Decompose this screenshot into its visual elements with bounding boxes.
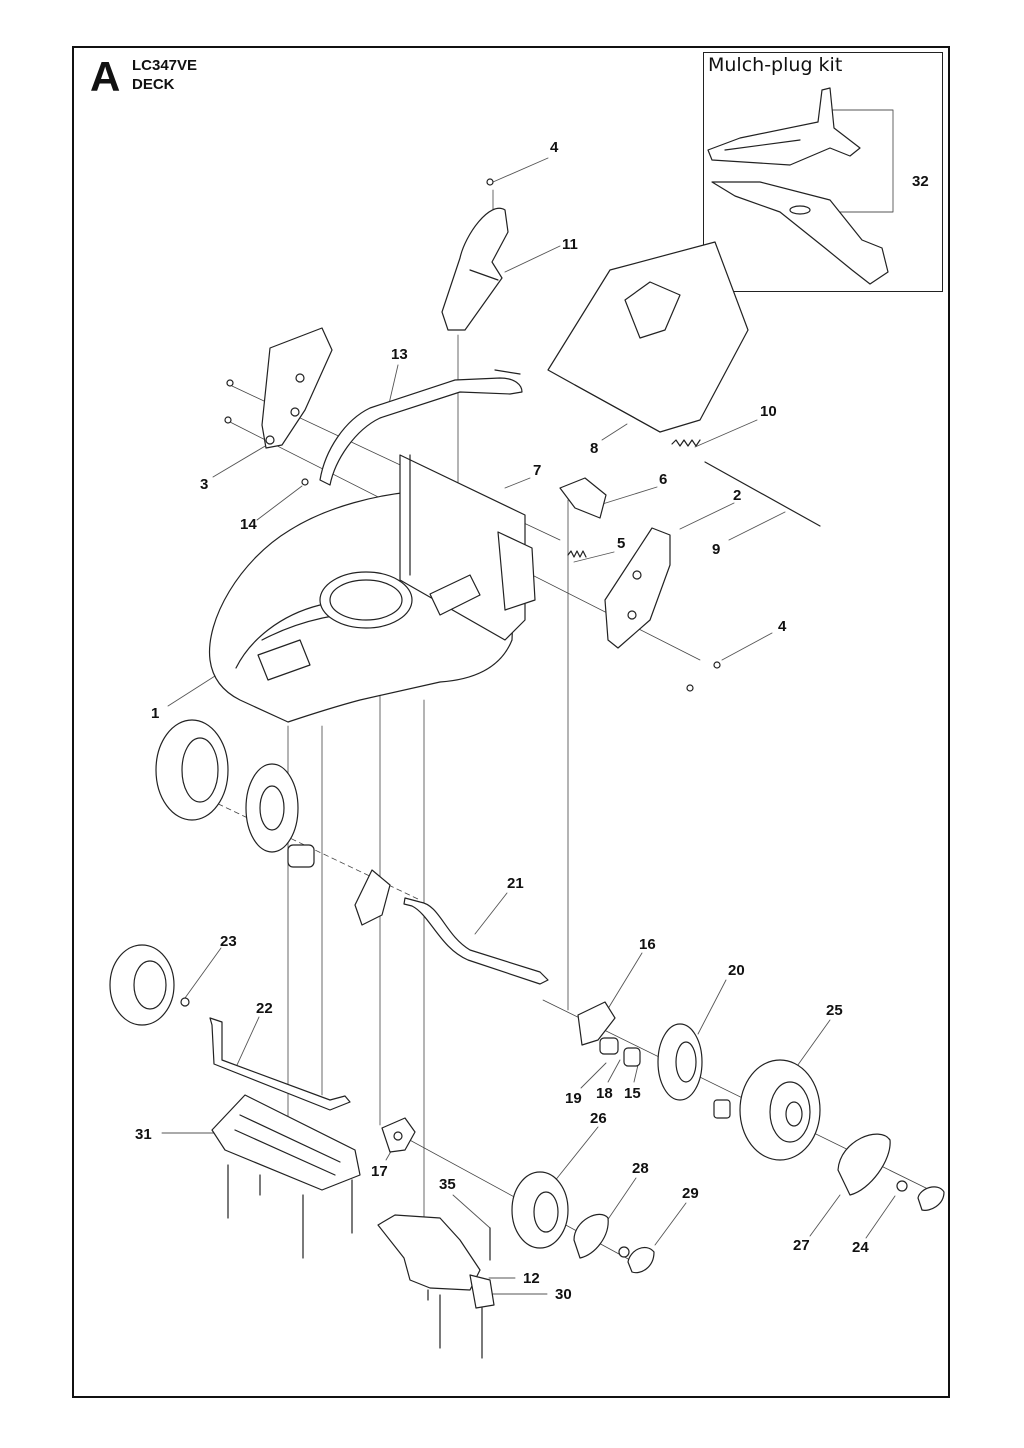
callout-label: 15 [624, 1085, 641, 1102]
callout-label: 14 [240, 516, 257, 533]
rear-wheel-left [109, 944, 351, 1111]
callout-label: 17 [371, 1163, 388, 1180]
screws [224, 178, 721, 692]
callout-label: 3 [200, 476, 209, 493]
callout-label: 30 [555, 1286, 572, 1303]
front-wheel-left [155, 719, 391, 926]
front-bracket [381, 1117, 416, 1153]
mulch-kit-title: Mulch-plug kit [708, 54, 843, 76]
callout-label: 5 [617, 535, 626, 552]
handle-bracket-left [261, 327, 333, 449]
callout-label: 27 [793, 1237, 810, 1254]
callout-label: 23 [220, 933, 237, 950]
callout-label: 10 [760, 403, 777, 420]
callout-label: 35 [439, 1176, 456, 1193]
callout-label: 2 [733, 487, 742, 504]
callout-label: 12 [523, 1270, 540, 1287]
side-discharge [377, 1214, 495, 1359]
callout-label: 11 [562, 236, 578, 253]
model-name: LC347VE [132, 57, 198, 74]
callout-label: 16 [639, 936, 656, 953]
mulch-kit-box [703, 52, 943, 292]
gear-bracket [577, 1001, 731, 1119]
callout-label: 22 [256, 1000, 273, 1017]
callout-label: 9 [712, 541, 721, 558]
rear-flap [547, 241, 749, 433]
deck-body [208, 454, 536, 723]
section-letter: A [90, 53, 121, 100]
mulch-plug [707, 87, 861, 166]
mulch-blade [711, 181, 889, 285]
front-wheel-right [511, 1171, 655, 1274]
callout-label: 4 [778, 618, 787, 635]
callout-label: 25 [826, 1002, 843, 1019]
callout-label: 26 [590, 1110, 607, 1127]
callout-label: 29 [682, 1185, 699, 1202]
latch-plate [559, 477, 607, 558]
callout-label: 18 [596, 1085, 613, 1102]
height-adjust-bar [319, 369, 523, 486]
callout-label: 31 [135, 1126, 152, 1143]
callout-label: 24 [852, 1239, 869, 1256]
callout-label: 21 [507, 875, 524, 892]
front-guard [211, 1094, 361, 1259]
callout-label: 6 [659, 471, 668, 488]
section-name: DECK [132, 76, 175, 93]
callout-label: 28 [632, 1160, 649, 1177]
height-lever [441, 207, 509, 331]
diagram-frame [72, 46, 950, 1398]
callout-label: 13 [391, 346, 408, 363]
callout-label: 19 [565, 1090, 582, 1107]
front-axle [403, 897, 549, 985]
callout-label: 7 [533, 462, 542, 479]
callout-label: 4 [550, 139, 559, 156]
callout-label: 32 [912, 173, 929, 190]
handle-bracket-right [604, 527, 671, 649]
callout-label: 1 [151, 705, 160, 722]
rear-wheel-right [739, 1059, 945, 1211]
callout-label: 20 [728, 962, 745, 979]
rod-and-spring [671, 439, 821, 527]
callout-label: 8 [590, 440, 599, 457]
